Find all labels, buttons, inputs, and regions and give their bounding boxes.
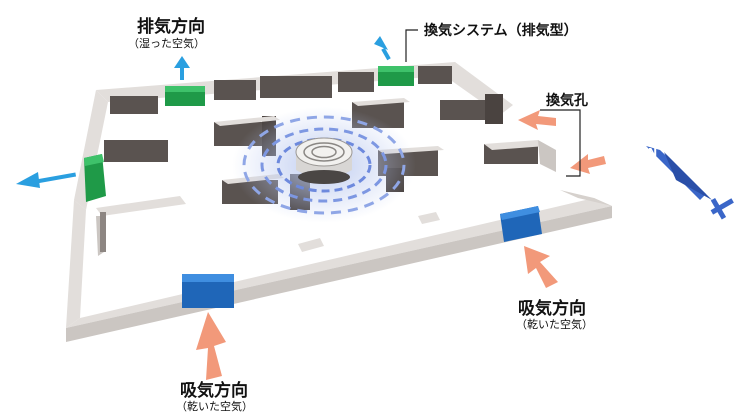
exhaust-vent-back-top: [165, 86, 205, 92]
exhaust-vent-left-top: [84, 154, 104, 166]
exhaust-arrow-up-left: [174, 56, 190, 80]
intake-arrow-bottom: [196, 312, 226, 380]
intake-air-right-label: （乾いた空気）: [516, 318, 593, 331]
wall-dark-4: [338, 72, 374, 92]
wall-top-7: [214, 116, 280, 126]
ventilation-fan-icon: [232, 107, 416, 223]
wall-dark-6: [104, 140, 168, 162]
wall-dark-10: [440, 100, 490, 120]
intake-vent-front-top: [182, 274, 234, 282]
leader-lines: [405, 29, 581, 177]
wall-bump-1: [298, 238, 324, 252]
vent-hole-label: 換気孔: [546, 93, 588, 109]
wall-dark-11: [485, 94, 503, 124]
intake-direction-right-label: 吸気方向: [518, 299, 586, 319]
wall-dark-17: [100, 212, 106, 252]
system-leader: [405, 29, 418, 62]
wall-top-16: [484, 140, 546, 150]
intake-arrow-right-bottom: [524, 246, 558, 288]
wall-right-corner: [560, 190, 612, 206]
wall-side-16: [538, 140, 556, 172]
wall-left-divider: [96, 196, 186, 216]
wall-dark-2: [214, 80, 256, 100]
intake-arrow-vent-2: [570, 154, 606, 174]
wall-top-9: [352, 98, 410, 106]
intake-vent-right-top: [500, 206, 540, 220]
exhaust-vent-left: [84, 154, 106, 202]
airflow-ring-middle: [260, 127, 388, 203]
wall-left-upper-top: [74, 90, 108, 210]
wall-dark-1: [110, 96, 158, 114]
exhaust-arrows: [16, 36, 391, 188]
vents: [84, 66, 542, 308]
fan-grille-outer: [303, 142, 345, 162]
wall-dark-5: [418, 66, 452, 84]
intake-arrow-vent-1: [518, 110, 556, 130]
airflow-ring-outer: [242, 115, 406, 215]
exhaust-air-label: （湿った空気）: [128, 37, 205, 50]
intake-arrows: [196, 110, 606, 380]
intake-air-bottom-label: （乾いた空気）: [176, 400, 253, 413]
fan-grille-inner: [311, 145, 337, 159]
fan-shadow: [298, 170, 350, 184]
exhaust-arrow-left: [16, 172, 77, 188]
system-name-label: 換気システム（排気型）: [424, 23, 578, 39]
exhaust-arrow-up-right: [374, 36, 391, 61]
wall-bump-2: [418, 212, 440, 224]
vent-hole-bracket: [540, 109, 581, 177]
wall-left-lower-top: [66, 200, 86, 328]
exhaust-vent-back-right-top: [378, 66, 414, 72]
compass-north-label: N: [648, 146, 657, 159]
north-compass-icon: N: [646, 146, 734, 220]
exhaust-direction-label: 排気方向: [137, 17, 205, 37]
wall-dark-3: [260, 76, 332, 98]
intake-direction-bottom-label: 吸気方向: [180, 381, 248, 401]
